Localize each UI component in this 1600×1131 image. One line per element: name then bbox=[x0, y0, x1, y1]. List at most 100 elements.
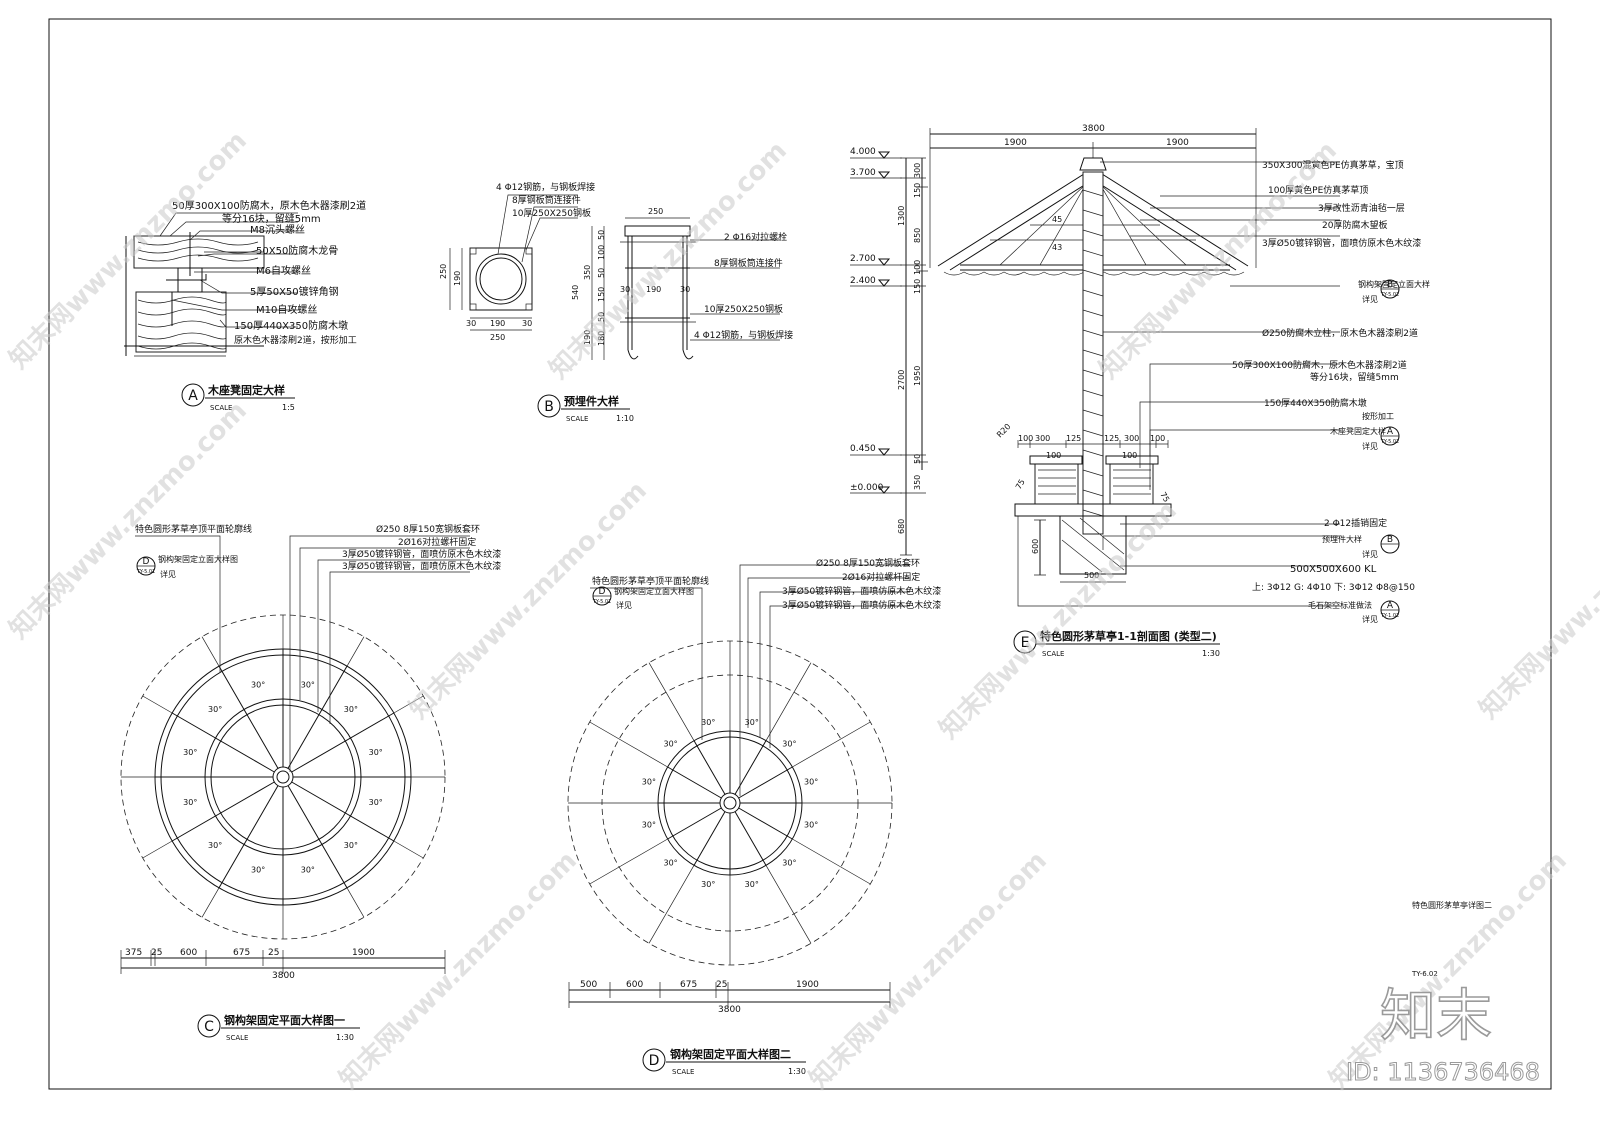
detail-d-ray bbox=[792, 721, 871, 768]
detail-d-ray bbox=[648, 865, 695, 944]
watermark-6: 知末网www.znzmo.com bbox=[934, 496, 1183, 745]
detail-d-ray bbox=[765, 865, 812, 944]
detail-c-note-see: 详见 bbox=[160, 569, 176, 579]
detail-c-angle-label: 30° bbox=[344, 705, 358, 714]
detail-d-dim-675: 675 bbox=[680, 980, 697, 990]
detail-c-angle-label: 30° bbox=[344, 841, 358, 850]
detail-e-vdim-850: 850 bbox=[913, 228, 922, 243]
detail-e-note-2: 100厚黄色PE仿真茅草顶 bbox=[1268, 184, 1368, 196]
detail-d-scale-label: SCALE bbox=[672, 1068, 694, 1076]
detail-b-sec-dim-50b: 50 bbox=[597, 268, 606, 278]
detail-e-bdim-r20: R20 bbox=[995, 422, 1013, 440]
detail-e-bdim-75b: 75 bbox=[1158, 491, 1171, 504]
detail-e-note-12: 按形加工 bbox=[1362, 411, 1394, 421]
detail-c-angle-label: 30° bbox=[183, 748, 197, 757]
detail-d-angle-label: 30° bbox=[701, 880, 715, 889]
watermark-4: 知末网www.znzmo.com bbox=[4, 396, 253, 645]
detail-c-note-elev: 钢构架固定立面大样图 bbox=[158, 554, 238, 564]
detail-e-vdim-2700: 2700 bbox=[897, 370, 906, 390]
detail-c-note-pipe1: 3厚Ø50镀锌钢管，面喷仿原木色木纹漆 bbox=[342, 548, 501, 560]
detail-b-title: 预埋件大样 bbox=[564, 394, 619, 408]
detail-e-ref-b: B TY-5.02 bbox=[1380, 279, 1400, 299]
detail-d-note-ring: Ø250 8厚150宽钢板套环 bbox=[816, 557, 920, 569]
detail-b-sec-dim-540: 540 bbox=[571, 285, 580, 300]
detail-e-ref-a2-sheet: TY-1.02 bbox=[1380, 613, 1399, 619]
detail-c-ray bbox=[346, 636, 365, 667]
detail-b-sec-dim-180: 180 bbox=[597, 331, 606, 346]
detail-d-note-pipe1: 3厚Ø50镀锌钢管，面喷仿原木色木纹漆 bbox=[782, 585, 941, 597]
detail-d-tag: D bbox=[649, 1053, 660, 1069]
detail-c-ray bbox=[201, 887, 220, 918]
detail-c-ray bbox=[346, 887, 365, 918]
detail-b-dim-30a: 30 bbox=[466, 319, 476, 328]
detail-c-spoke bbox=[171, 712, 275, 773]
detail-d-spoke bbox=[734, 811, 767, 866]
detail-a-scale-label: SCALE bbox=[210, 404, 232, 412]
detail-e-angle-43: 43 bbox=[1052, 243, 1062, 252]
detail-b-dim-250-v: 250 bbox=[439, 264, 448, 279]
detail-d-spoke bbox=[667, 807, 722, 840]
watermark-3: 知末网www.znzmo.com bbox=[1094, 136, 1343, 385]
detail-b-plan bbox=[449, 194, 578, 331]
detail-d-angle-label: 30° bbox=[701, 718, 715, 727]
detail-b-sec-dim-250: 250 bbox=[648, 207, 663, 216]
detail-e: 3800 1900 1900 4.000 3.700 2.700 2.400 0… bbox=[850, 124, 1430, 658]
detail-e-bdim-100a: 100 bbox=[1018, 434, 1033, 443]
detail-a-note-8: 150厚440X350防腐木墩 bbox=[234, 319, 348, 332]
detail-b-sec-dim-50c: 50 bbox=[597, 312, 606, 322]
detail-c-ref-sheet: TY-5.01 bbox=[136, 569, 155, 575]
detail-d-angle-label: 30° bbox=[642, 777, 656, 786]
detail-e-column bbox=[1082, 171, 1104, 535]
detail-e-note-11: 150厚440X350防腐木墩 bbox=[1264, 397, 1367, 409]
detail-e-note-1: 350X300混黄色PE仿真茅草，宝顶 bbox=[1262, 159, 1404, 171]
detail-c-angle-label: 30° bbox=[369, 748, 383, 757]
detail-e-dim-1900b: 1900 bbox=[1166, 138, 1189, 148]
detail-d-spoke bbox=[738, 807, 793, 840]
detail-c-angle-label: 30° bbox=[251, 680, 265, 689]
detail-e-note-4: 20厚防腐木望板 bbox=[1322, 219, 1387, 231]
detail-d-angle-label: 30° bbox=[664, 740, 678, 749]
detail-c-note-ring: Ø250 8厚150宽钢板套环 bbox=[376, 523, 480, 535]
detail-e-vdim-150: 150 bbox=[913, 183, 922, 198]
detail-d-angle-label: 30° bbox=[642, 821, 656, 830]
detail-c: 30°30°30°30°30°30°30°30°30°30°30°30° 特色圆… bbox=[120, 523, 501, 1042]
detail-c-angle-label: 30° bbox=[301, 680, 315, 689]
detail-b-sec-dim-350: 350 bbox=[583, 265, 592, 280]
watermark-8: 知末网www.znzmo.com bbox=[334, 846, 583, 1095]
detail-c-tag: C bbox=[204, 1019, 214, 1035]
detail-c-angle-label: 30° bbox=[208, 841, 222, 850]
detail-e-level-2400: 2.400 bbox=[850, 276, 876, 286]
detail-e-note-9: 50厚300X100防腐木，原木色木器漆刷2道 bbox=[1232, 359, 1407, 371]
detail-b-plan-note-3: 10厚250X250钢板 bbox=[512, 207, 591, 219]
detail-d-note-see: 详见 bbox=[616, 600, 632, 610]
detail-a-note-3: M8沉头螺丝 bbox=[250, 223, 305, 236]
detail-b-dim-190: 190 bbox=[490, 319, 505, 328]
detail-e-ref-b2: B bbox=[1380, 534, 1400, 554]
detail-b-sec-note-1: 2 Φ16对拉螺栓 bbox=[724, 231, 787, 243]
detail-c-note-bolt: 2Ø16对拉螺杆固定 bbox=[398, 536, 476, 548]
detail-e-vert-dims bbox=[900, 157, 1046, 576]
sheet-border bbox=[48, 18, 1552, 1090]
detail-e-bench-dims bbox=[1017, 440, 1169, 583]
detail-e-note-19: 上: 3Φ12 G: 4Φ10 下: 3Φ12 Φ8@150 bbox=[1252, 582, 1415, 593]
detail-b-scale: 1:10 bbox=[616, 414, 634, 423]
site-logo: 知末 bbox=[1380, 984, 1492, 1049]
detail-e-note-15: 2 Φ12插销固定 bbox=[1324, 517, 1387, 529]
detail-e-level-4000: 4.000 bbox=[850, 147, 876, 157]
detail-d-spoke bbox=[693, 740, 726, 795]
detail-e-bdim-125b: 125 bbox=[1104, 434, 1119, 443]
detail-b-plan-note-1: 4 Φ12钢筋，与钢板焊接 bbox=[496, 181, 595, 193]
detail-e-level-0000: ±0.000 bbox=[850, 483, 884, 493]
detail-d-angle-label: 30° bbox=[782, 740, 796, 749]
detail-e-ref-a2: A TY-1.02 bbox=[1380, 600, 1400, 620]
detail-c-note-pipe2: 3厚Ø50镀锌钢管，面喷仿原木色木纹漆 bbox=[342, 560, 501, 572]
detail-e-scale-label: SCALE bbox=[1042, 650, 1064, 658]
detail-c-rays: 30°30°30°30°30°30°30°30°30°30°30°30° bbox=[121, 615, 445, 939]
detail-d-angle-label: 30° bbox=[804, 821, 818, 830]
detail-b-sec-dim-190: 190 bbox=[583, 330, 592, 345]
detail-e-bdim-75a: 75 bbox=[1014, 478, 1027, 491]
detail-e-note-5: 3厚Ø50镀锌钢管，面喷仿原木色木纹漆 bbox=[1262, 237, 1421, 249]
detail-d-ref-sheet: TY-5.01 bbox=[592, 599, 611, 605]
detail-e-tag-circle bbox=[1013, 630, 1037, 654]
